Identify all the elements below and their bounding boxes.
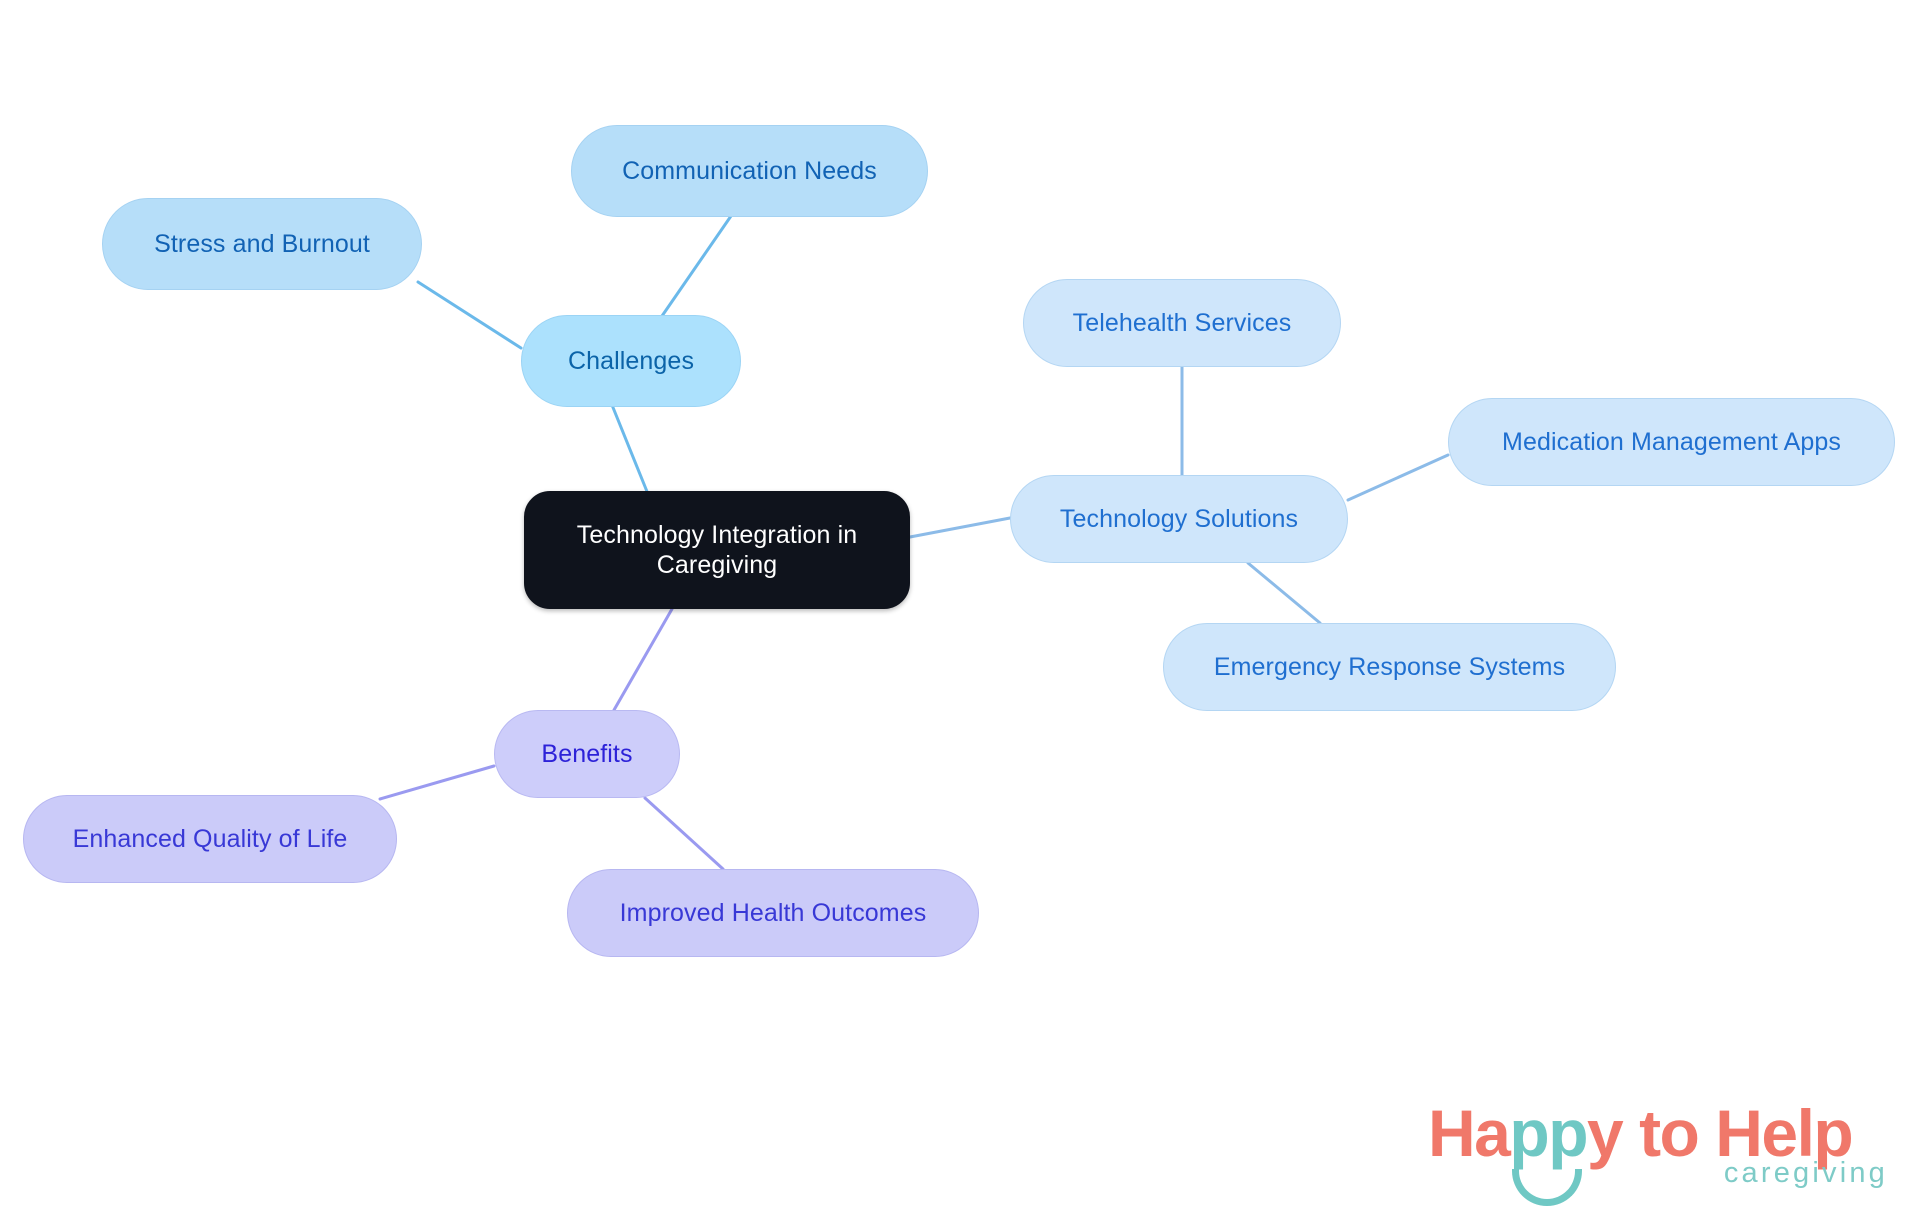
edge-technology-solutions-to-medication-management-apps	[1346, 453, 1450, 502]
brand-to-help: to Help	[1622, 1096, 1854, 1170]
node-leaf-emergency-response-systems-label: Emergency Response Systems	[1213, 652, 1566, 681]
edge-root-to-technology-solutions	[908, 516, 1012, 539]
node-branch-benefits-label: Benefits	[541, 739, 633, 768]
brand-happy-pp: pp	[1509, 1096, 1588, 1170]
edge-root-to-challenges	[610, 403, 650, 496]
node-root-label: Technology Integration in Caregiving	[576, 520, 858, 580]
node-leaf-telehealth-services-label: Telehealth Services	[1072, 308, 1292, 337]
node-leaf-enhanced-quality-of-life-label: Enhanced Quality of Life	[72, 824, 348, 853]
node-leaf-stress-and-burnout-label: Stress and Burnout	[154, 229, 370, 258]
node-leaf-medication-management-apps[interactable]: Medication Management Apps	[1448, 398, 1895, 486]
smile-icon	[1512, 1169, 1582, 1206]
brand-wordmark: Happy to Help	[1428, 1095, 1854, 1171]
node-leaf-telehealth-services[interactable]: Telehealth Services	[1023, 279, 1341, 367]
edge-technology-solutions-to-emergency-response-systems	[1246, 561, 1322, 625]
node-branch-technology-solutions[interactable]: Technology Solutions	[1010, 475, 1348, 563]
node-leaf-stress-and-burnout[interactable]: Stress and Burnout	[102, 198, 422, 290]
node-leaf-emergency-response-systems[interactable]: Emergency Response Systems	[1163, 623, 1616, 711]
node-branch-challenges[interactable]: Challenges	[521, 315, 741, 407]
edge-benefits-to-improved-health-outcomes	[643, 796, 725, 871]
brand-tagline: caregiving	[1723, 1157, 1888, 1189]
edge-challenges-to-stress-and-burnout	[416, 280, 523, 350]
node-root-technology-integration-in-caregiving[interactable]: Technology Integration in Caregiving	[524, 491, 910, 609]
node-branch-technology-solutions-label: Technology Solutions	[1059, 504, 1299, 533]
brand-logo: Happy to Help caregiving	[1428, 1095, 1888, 1206]
brand-happy-suffix: y	[1587, 1096, 1624, 1170]
node-leaf-improved-health-outcomes[interactable]: Improved Health Outcomes	[567, 869, 979, 957]
brand-happy-prefix: Ha	[1428, 1096, 1511, 1170]
edge-challenges-to-communication-needs	[660, 214, 733, 318]
node-branch-challenges-label: Challenges	[567, 346, 695, 375]
node-leaf-communication-needs-label: Communication Needs	[622, 156, 877, 185]
node-leaf-medication-management-apps-label: Medication Management Apps	[1502, 427, 1841, 456]
edge-root-to-benefits	[612, 607, 674, 712]
node-branch-benefits[interactable]: Benefits	[494, 710, 680, 798]
node-leaf-enhanced-quality-of-life[interactable]: Enhanced Quality of Life	[23, 795, 397, 883]
node-leaf-communication-needs[interactable]: Communication Needs	[571, 125, 928, 217]
node-leaf-improved-health-outcomes-label: Improved Health Outcomes	[619, 898, 927, 927]
edge-benefits-to-enhanced-quality-of-life	[378, 764, 496, 801]
